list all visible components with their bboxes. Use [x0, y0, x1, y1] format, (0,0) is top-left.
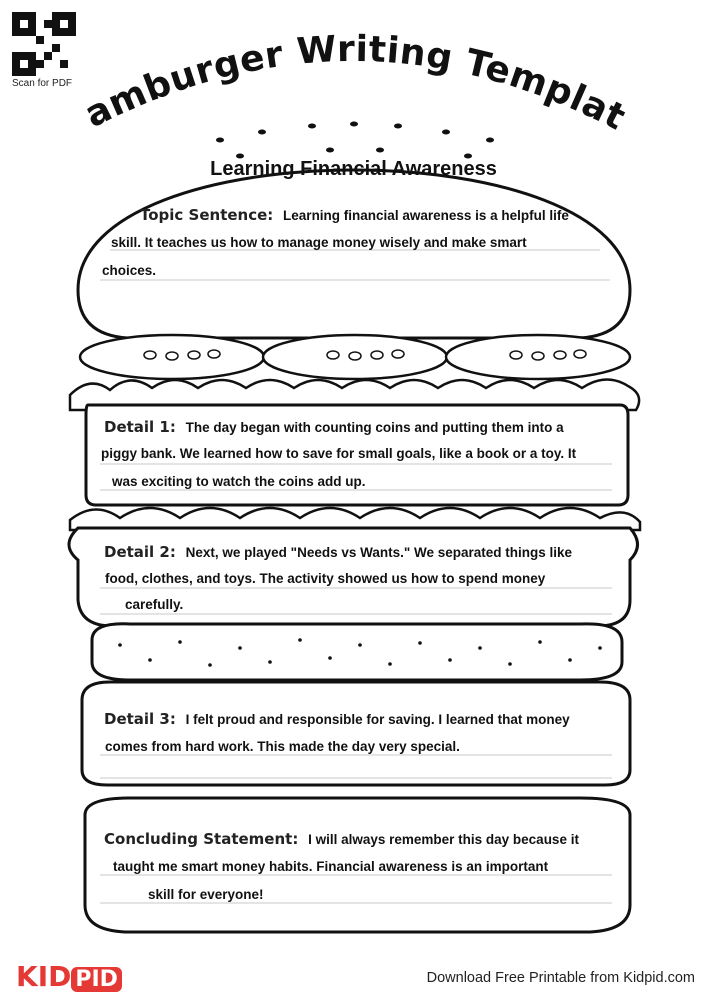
worksheet-subtitle: Learning Financial Awareness — [210, 158, 497, 180]
topic-line-3: choices. — [102, 263, 157, 278]
detail3-layer — [80, 680, 632, 787]
detail2-line-2: food, clothes, and toys. The activity sh… — [105, 571, 546, 586]
detail3-label: Detail 3: — [104, 710, 176, 728]
bottom-bun — [83, 796, 632, 934]
page-title: Hamburger Writing Template — [0, 0, 632, 139]
detail2-line-1: Next, we played "Needs vs Wants." We sep… — [185, 545, 573, 560]
footer-text: Download Free Printable from Kidpid.com — [426, 970, 695, 986]
top-bun — [76, 168, 632, 340]
tomato-slices — [78, 333, 632, 381]
detail1-line-1: The day began with counting coins and pu… — [185, 420, 564, 435]
topic-label: Topic Sentence: — [140, 206, 274, 224]
detail3-line-2: comes from hard work. This made the day … — [105, 739, 460, 754]
logo-tail: PID — [71, 967, 122, 992]
logo-main: KID — [16, 960, 72, 993]
topic-line-1: Learning financial awareness is a helpfu… — [283, 208, 569, 223]
lettuce-wave — [68, 506, 642, 532]
topic-sentence-section: Topic Sentence: Learning financial aware… — [140, 201, 610, 230]
sesame-seeds — [216, 121, 494, 159]
detail2-line-3: carefully. — [125, 597, 184, 612]
detail1-label: Detail 1: — [104, 418, 176, 436]
detail1-section: Detail 1: The day began with counting co… — [104, 413, 614, 442]
qr-caption: Scan for PDF — [12, 78, 73, 89]
detail3-section: Detail 3: I felt proud and responsible f… — [104, 705, 614, 734]
conclusion-line-3: skill for everyone! — [148, 887, 264, 902]
detail3-line-1: I felt proud and responsible for saving.… — [185, 712, 570, 727]
lettuce-layer — [68, 378, 641, 412]
detail1-line-3: was exciting to watch the coins add up. — [112, 474, 366, 489]
detail1-line-2: piggy bank. We learned how to save for s… — [101, 446, 577, 461]
detail1-layer — [84, 403, 630, 507]
topic-line-2: skill. It teaches us how to manage money… — [111, 235, 527, 250]
conclusion-line-2: taught me smart money habits. Financial … — [113, 859, 549, 874]
detail2-label: Detail 2: — [104, 543, 176, 561]
svg-text:Hamburger Writing Template: Hamburger Writing Template — [0, 0, 632, 139]
detail2-section: Detail 2: Next, we played "Needs vs Want… — [104, 538, 614, 567]
conclusion-label: Concluding Statement: — [104, 830, 299, 848]
qr-code-icon[interactable] — [12, 12, 76, 76]
conclusion-line-1: I will always remember this day because … — [308, 832, 579, 847]
patty — [90, 622, 624, 682]
conclusion-section: Concluding Statement: I will always reme… — [104, 825, 614, 854]
